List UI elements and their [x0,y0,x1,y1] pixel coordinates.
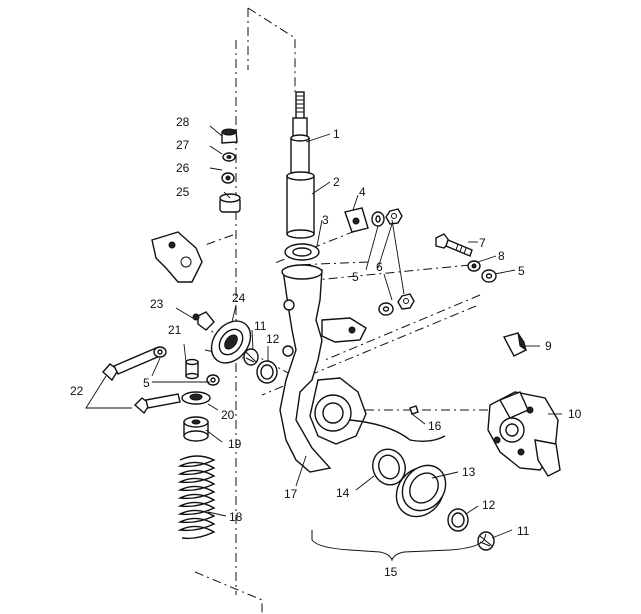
nut-lower [397,293,415,310]
seal-14 [372,448,406,486]
callout-1: 1 [333,127,340,141]
caliper-bolt [435,233,473,257]
callout-5: 5 [352,270,359,284]
callout-25: 25 [176,185,190,199]
brake-caliper [487,391,561,477]
callout-20: 20 [221,408,235,422]
bushing [286,171,315,239]
nut-26 [221,172,235,184]
callout-19: 19 [228,437,242,451]
callout-2: 2 [333,175,340,189]
callout-3: 3 [322,213,329,227]
spring-seat-20 [181,391,211,405]
thrust-washer [284,243,320,261]
washer-upper [371,211,385,227]
callout-16: 16 [428,419,442,433]
retainer-19 [183,416,209,442]
bolt-22-lower [133,393,181,415]
callout-15: 15 [384,565,398,579]
callout-22: 22 [70,384,84,398]
stop-bracket [344,207,369,233]
wheel-stud-16 [349,405,446,443]
callout-6: 6 [376,260,383,274]
washer-5-left-a [153,346,167,358]
bolt-22-upper [102,347,161,382]
callout-4: 4 [359,185,366,199]
callout-17: 17 [284,487,298,501]
callout-27: 27 [176,138,190,152]
callout-10: 10 [568,407,582,421]
coil-spring-18 [177,455,216,540]
bearing-11-left [243,348,259,366]
callout-21: 21 [168,323,182,337]
callout-labels: 1 2 3 4 5 6 7 8 5 9 10 16 13 14 12 11 15… [70,115,582,579]
locknut-25 [219,193,241,213]
flat-washer-right [481,269,497,283]
bearing-13 [395,464,447,518]
leader-lines [85,125,562,539]
cap-28 [221,128,238,144]
bushing-21 [185,358,199,380]
callout-18: 18 [229,510,243,524]
callout-9: 9 [545,339,552,353]
steering-knuckle [279,264,367,473]
grease-zerk-23 [192,311,215,331]
callout-26: 26 [176,161,190,175]
callout-13: 13 [462,465,476,479]
callout-8: 8 [498,249,505,263]
callout-11: 11 [517,524,530,538]
washer-5-left-b [206,374,220,386]
callout-5: 5 [518,264,525,278]
spindle-shaft [290,91,310,179]
callout-7: 7 [479,236,486,250]
callout-23: 23 [150,297,164,311]
seal-24 [210,320,252,364]
tie-rod-end [151,231,203,283]
race-12-right [447,508,469,532]
callout-5: 5 [143,376,150,390]
callout-14: 14 [336,486,350,500]
nut-upper [385,208,403,225]
bearing-11-right [477,531,495,551]
callout-28: 28 [176,115,190,129]
group-bracket-15 [311,530,487,562]
washer-lower [378,302,394,316]
callout-12: 12 [266,332,280,346]
callout-24: 24 [232,291,246,305]
callout-11: 11 [254,319,267,333]
race-12-left [256,360,278,384]
centerlines [194,7,545,614]
callout-12: 12 [482,498,496,512]
brake-pad [502,332,527,357]
lock-washer [467,260,481,272]
washer-27 [222,152,236,162]
